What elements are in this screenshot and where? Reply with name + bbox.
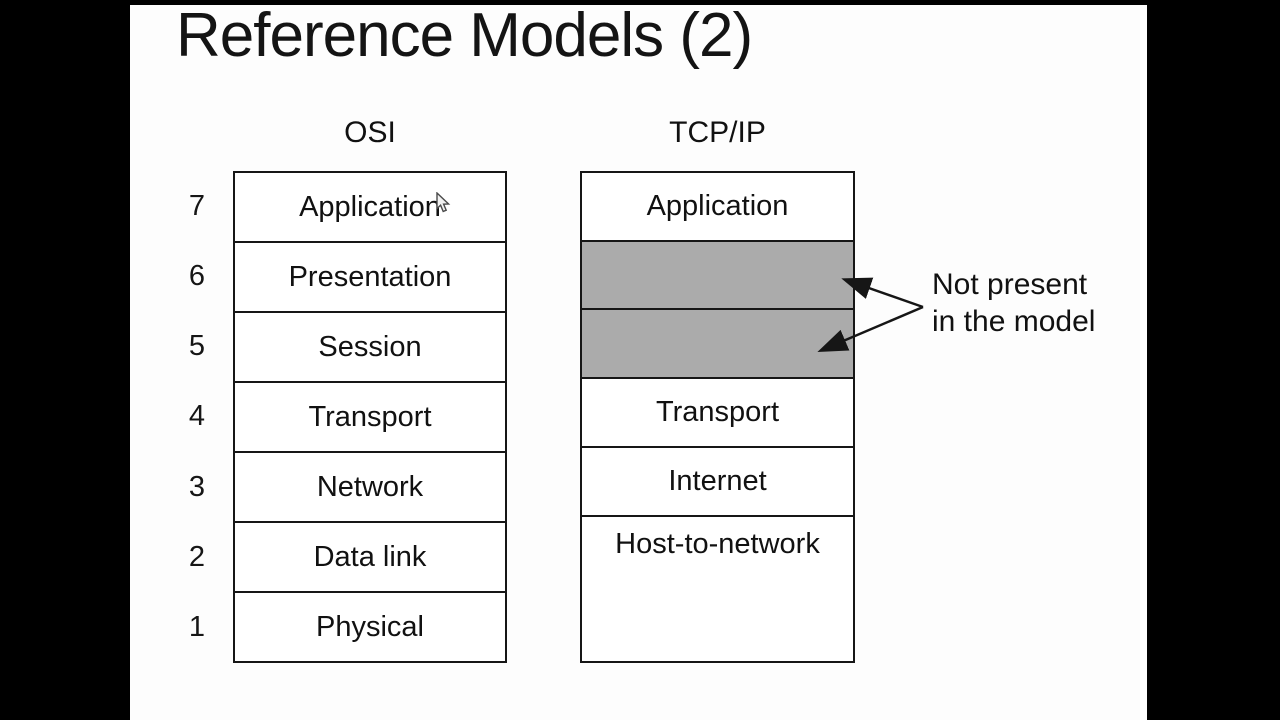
osi-layer-cell: Physical [235,591,505,661]
tcpip-missing-cell [582,239,853,309]
osi-layer-number: 5 [188,330,206,363]
osi-stack: Application Presentation Session Transpo… [233,171,507,663]
osi-layer-number: 2 [188,541,206,574]
not-present-annotation: Not present in the model [932,266,1095,340]
mouse-pointer-icon [436,192,451,213]
osi-layer-number: 6 [188,259,206,292]
tcpip-layer-cell: Application [646,189,789,222]
tcpip-layer-cell: Transport [582,377,853,446]
osi-layer-cell: Transport [235,381,505,451]
tcpip-missing-cell [582,308,853,378]
osi-layer-cell: Presentation [235,241,505,311]
tcpip-stack: Application Transport Internet Host-to-n… [580,171,855,663]
osi-layer-numbers: 7 6 5 4 3 2 1 [168,171,226,663]
slide: Reference Models (2) OSI TCP/IP 7 6 5 4 … [130,0,1147,720]
osi-layer-number: 1 [188,611,206,644]
annotation-line-2: in the model [932,305,1096,338]
osi-layer-number: 4 [188,400,206,433]
annotation-line-1: Not present [932,268,1088,301]
osi-layer-number: 3 [188,470,206,503]
not-present-arrows [817,277,924,352]
slide-title: Reference Models (2) [176,1,753,70]
tcpip-layer-cell: Internet [582,445,853,515]
tcpip-layer-cell: Host-to-network [582,514,853,661]
osi-layer-cell: Network [235,451,505,521]
osi-layer-cell: Data link [235,521,505,591]
osi-column-header: OSI [344,116,396,149]
tcpip-column-header: TCP/IP [669,116,766,149]
osi-layer-cell: Session [235,311,505,381]
osi-layer-cell: Application [299,190,441,223]
letterbox-top-bar [0,0,1280,5]
osi-layer-number: 7 [188,189,206,222]
